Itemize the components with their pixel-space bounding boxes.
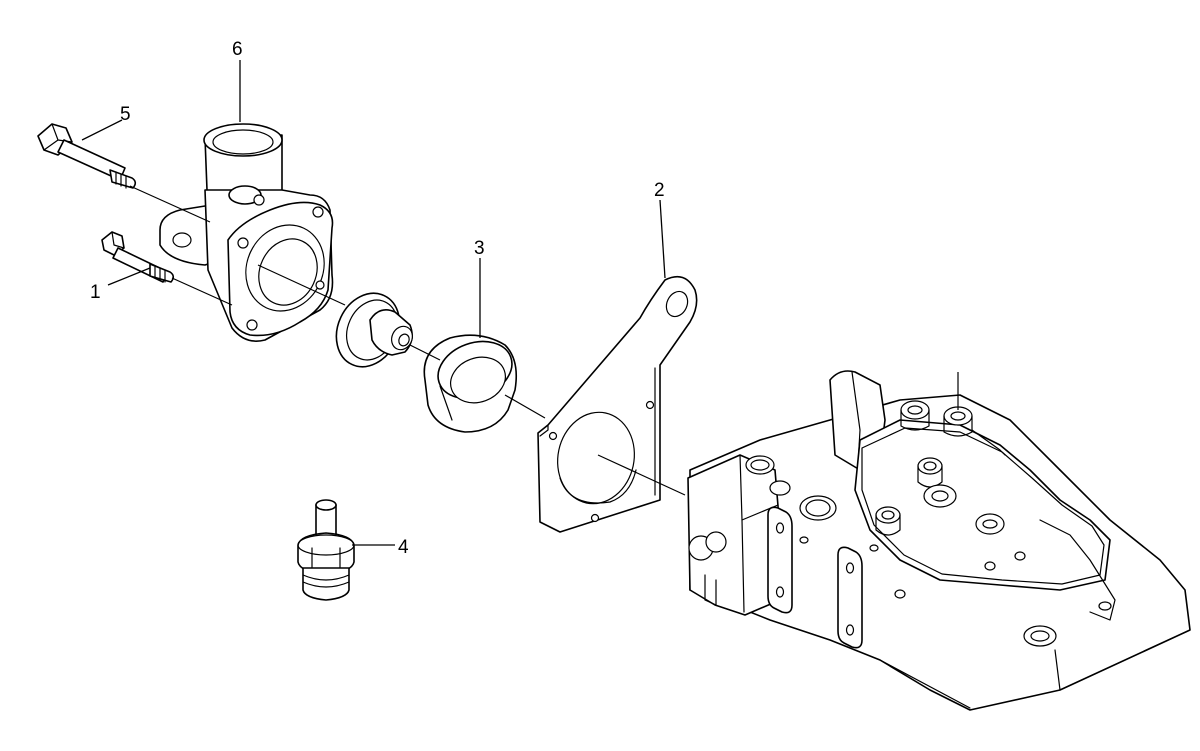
bolt-icon bbox=[101, 231, 175, 283]
ring-icon bbox=[423, 334, 518, 433]
callout-3: 3 bbox=[474, 238, 485, 259]
bolt-axis-line bbox=[171, 277, 233, 306]
leader-lines bbox=[81, 60, 666, 546]
bolt-icon bbox=[37, 123, 137, 189]
thermostat-icon bbox=[335, 292, 413, 368]
callout-6: 6 bbox=[232, 39, 243, 60]
engine-head-icon bbox=[687, 370, 1191, 711]
fitting-icon bbox=[297, 499, 355, 601]
callout-5: 5 bbox=[120, 104, 131, 125]
callout-2: 2 bbox=[654, 180, 665, 201]
callout-4: 4 bbox=[398, 537, 409, 558]
bracket-plate-icon bbox=[537, 275, 698, 533]
thermostat-housing-icon bbox=[159, 123, 334, 342]
callout-1: 1 bbox=[90, 282, 101, 303]
assembly-axis-line bbox=[129, 185, 686, 496]
